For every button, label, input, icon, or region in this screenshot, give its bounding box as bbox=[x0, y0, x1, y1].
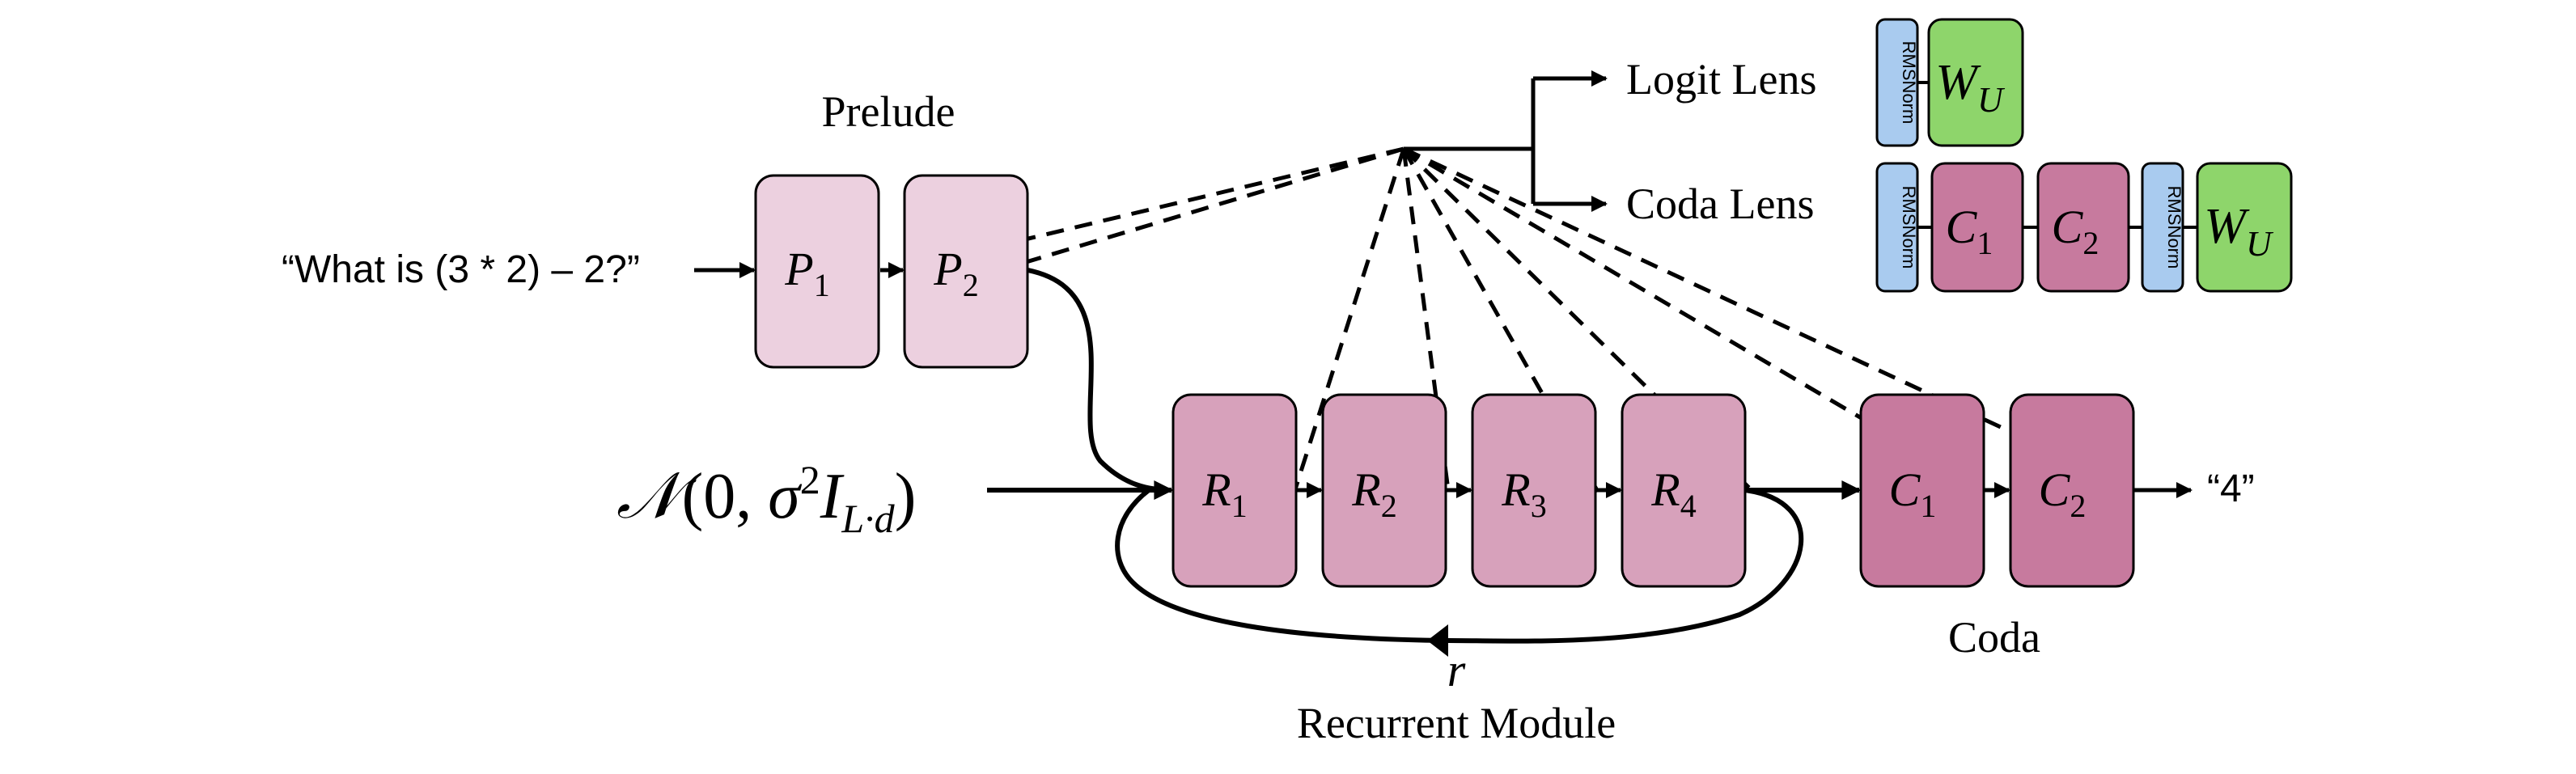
svg-text:C2: C2 bbox=[2052, 201, 2099, 261]
coda-block-2: C2 bbox=[2009, 393, 2135, 588]
recurrent-block-3: R3 bbox=[1471, 393, 1597, 588]
prelude-block-2: P2 bbox=[903, 174, 1029, 369]
logit-lens-stack: RMSNorm WU bbox=[1875, 18, 2024, 147]
input-prompt: “What is (3 * 2) – 2?” bbox=[282, 248, 640, 291]
svg-text:RMSNorm: RMSNorm bbox=[2164, 186, 2184, 269]
coda-lens-stack: RMSNorm C1 C2 RMSNorm WU bbox=[1875, 162, 2293, 293]
svg-text:RMSNorm: RMSNorm bbox=[1899, 186, 1919, 269]
recurrent-module-title: Recurrent Module bbox=[1297, 699, 1616, 747]
recurrent-block-4: R4 bbox=[1621, 393, 1747, 588]
logit-lens-label: Logit Lens bbox=[1626, 55, 1816, 104]
recurrence-loop bbox=[1115, 488, 1804, 644]
recurrent-block-2: R2 bbox=[1321, 393, 1447, 588]
coda-lens-rmsnorm-1: RMSNorm bbox=[1875, 162, 1919, 293]
recurrence-loop-arrowhead bbox=[1427, 624, 1448, 657]
dashed-line-r1 bbox=[1292, 148, 1406, 493]
lens-branch bbox=[1404, 70, 1608, 212]
logit-wu-block: WU bbox=[1927, 18, 2024, 147]
dashed-line-r4 bbox=[1402, 147, 1753, 492]
noise-init-label: 𝒩(0, σ2IL·d) bbox=[616, 457, 916, 541]
prelude-block-1: P1 bbox=[754, 174, 880, 369]
coda-title: Coda bbox=[1948, 613, 2040, 662]
svg-text:RMSNorm: RMSNorm bbox=[1899, 41, 1919, 125]
recurrence-variable: r bbox=[1447, 644, 1466, 696]
coda-lens-c1-block: C1 bbox=[1930, 162, 2024, 293]
prelude-to-recurrent-curve bbox=[1027, 268, 1172, 493]
coda-lens-c2-block: C2 bbox=[2036, 162, 2130, 293]
recurrent-block-1: R1 bbox=[1171, 393, 1298, 588]
coda-lens-wu-block: WU bbox=[2196, 162, 2293, 293]
output-answer: “4” bbox=[2207, 467, 2255, 510]
dashed-line-p2-mid bbox=[1015, 146, 1405, 268]
logit-rmsnorm-block: RMSNorm bbox=[1875, 18, 1919, 147]
svg-text:P2: P2 bbox=[933, 243, 978, 303]
coda-block-1: C1 bbox=[1859, 393, 1985, 588]
coda-lens-label: Coda Lens bbox=[1626, 180, 1814, 228]
coda-lens-rmsnorm-2: RMSNorm bbox=[2141, 162, 2184, 293]
prelude-title: Prelude bbox=[822, 87, 955, 136]
